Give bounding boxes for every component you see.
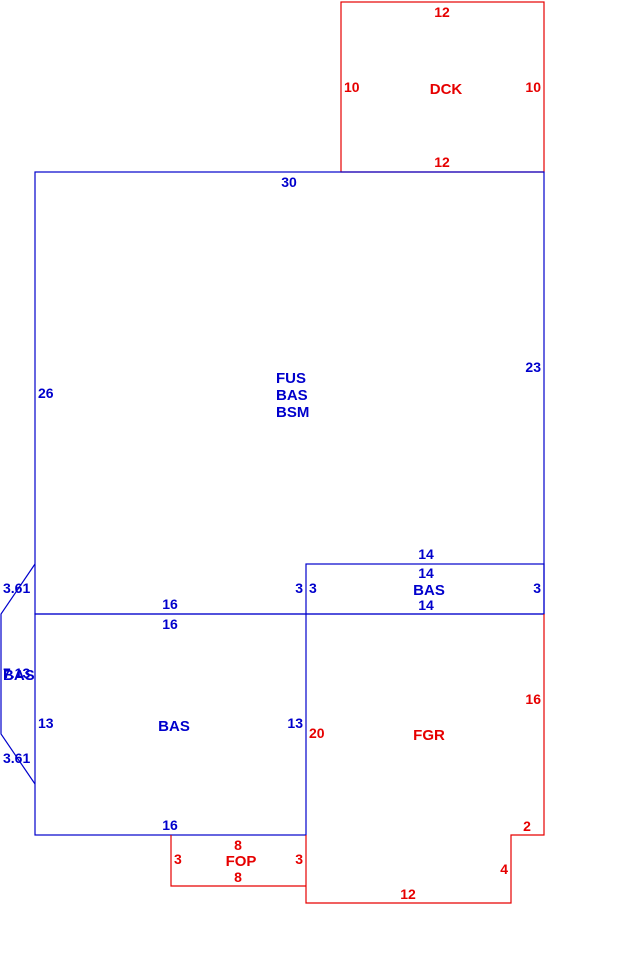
- fgr-label: FGR: [413, 727, 445, 744]
- fgr-dim-left: 20: [309, 725, 325, 741]
- bas-strip-label: BAS: [413, 582, 445, 599]
- bas-lower-dim-bottom: 16: [162, 817, 178, 833]
- bas-strip-dim-right: 3: [533, 580, 541, 596]
- dck-dim-top: 12: [434, 4, 450, 20]
- bas-lower-dim-top-outer: 16: [162, 596, 178, 612]
- fop-label: FOP: [226, 853, 257, 870]
- dck-label: DCK: [430, 81, 463, 98]
- fgr-dim-bottom: 12: [400, 886, 416, 902]
- bay-outline: [0, 563, 36, 785]
- bay-dim-lower: 3.61: [3, 750, 30, 766]
- main-label-fus: FUS: [276, 370, 306, 387]
- fop-dim-bottom: 8: [234, 869, 242, 885]
- bas-strip-area: BAS 14 14 14 3 3 3: [295, 546, 545, 615]
- dck-dim-left: 10: [344, 79, 360, 95]
- bas-strip-dim-left-outer: 3: [295, 580, 303, 596]
- fop-dim-right: 3: [295, 851, 303, 867]
- bas-strip-dim-left-inner: 3: [309, 580, 317, 596]
- main-dim-right: 23: [525, 359, 541, 375]
- bas-lower-dim-left: 13: [38, 715, 54, 731]
- dck-dim-bottom: 12: [434, 154, 450, 170]
- fgr-dim-right: 16: [525, 691, 541, 707]
- bas-strip-dim-top-inner: 14: [418, 565, 434, 581]
- bas-strip-dim-top-outer: 14: [418, 546, 434, 562]
- bay-dim-upper: 3.61: [3, 580, 30, 596]
- fop-dim-top: 8: [234, 837, 242, 853]
- fgr-dim-step-side: 4: [500, 861, 508, 877]
- main-label-bas: BAS: [276, 387, 308, 404]
- main-label-bsm: BSM: [276, 404, 309, 421]
- fop-area: FOP 8 8 3 3: [170, 835, 306, 887]
- bas-strip-outline: [305, 563, 545, 615]
- fgr-area: FGR 20 16 2 4 12: [305, 614, 545, 904]
- bas-lower-area: BAS 16 16 16 13 13: [34, 596, 307, 836]
- fop-outline: [170, 835, 306, 887]
- fop-dim-left: 3: [174, 851, 182, 867]
- bas-lower-dim-right: 13: [287, 715, 303, 731]
- main-area: FUS BAS BSM 30 26 23: [34, 171, 545, 615]
- bay-label: BAS: [3, 667, 35, 684]
- fgr-dim-step-top: 2: [523, 818, 531, 834]
- bay-area: 7.13 BAS 3.61 3.61: [0, 563, 36, 785]
- dck-area: DCK 12 12 10 10: [340, 1, 545, 173]
- bay-overlap-dim: 7.13: [3, 665, 30, 681]
- main-dim-top: 30: [281, 174, 297, 190]
- bas-lower-label: BAS: [158, 718, 190, 735]
- main-dim-left: 26: [38, 385, 54, 401]
- dck-dim-right: 10: [525, 79, 541, 95]
- bas-strip-dim-bottom: 14: [418, 597, 434, 613]
- fgr-outline: [305, 614, 545, 904]
- bas-lower-dim-top-inner: 16: [162, 616, 178, 632]
